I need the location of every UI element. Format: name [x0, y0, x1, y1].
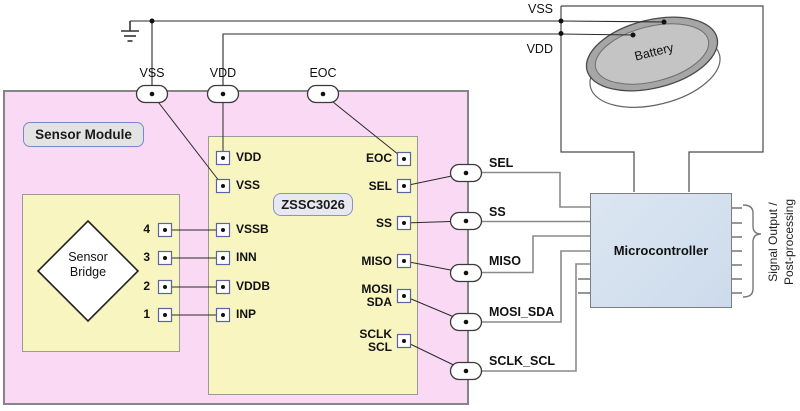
net-label-mosi-sda: MOSI_SDA [489, 305, 555, 319]
chip-pin-sclk-scl: SCLK SCL [359, 327, 392, 354]
sensor-bridge-label: Sensor Bridge [68, 250, 108, 279]
zssc3026-chip-box [208, 136, 418, 395]
sclk-trace [466, 263, 590, 372]
chip-pin-vss: VSS [236, 178, 261, 192]
rail-label-vss: VSS [527, 2, 553, 16]
mosi-trace [466, 250, 590, 323]
chip-pin-vssb: VSSB [236, 222, 269, 236]
bridge-pin-2: 2 [143, 279, 150, 293]
rail-label-vdd: VDD [526, 42, 553, 56]
sel-trace [466, 171, 590, 208]
chip-pin-ss: SS [375, 216, 392, 230]
battery-circuit-outline [560, 5, 764, 192]
miso-trace [466, 235, 590, 274]
microcontroller-box [590, 193, 732, 308]
sensor-module-title: Sensor Module [23, 122, 144, 147]
top-pad-label-vss: VSS [139, 66, 165, 80]
net-label-ss: SS [489, 205, 506, 219]
chip-pin-miso: MISO [361, 254, 392, 268]
output-brace [742, 204, 762, 298]
chip-pin-inn: INN [236, 250, 257, 264]
chip-pin-vdd: VDD [236, 150, 262, 164]
microcontroller-label: Microcontroller [613, 243, 709, 258]
signal-traces [466, 171, 590, 372]
sensor-bridge-diamond [36, 219, 140, 323]
connection-dots [149, 18, 667, 374]
bridge-pin-1: 1 [143, 307, 150, 321]
chip-name-badge: ZSSC3026 [273, 193, 353, 216]
ground-icon [121, 21, 139, 42]
net-label-sel: SEL [489, 156, 514, 170]
net-label-miso: MISO [489, 254, 521, 268]
top-pad-label-vdd: VDD [209, 66, 237, 80]
chip-pin-eoc: EOC [365, 151, 392, 165]
chip-pin-mosi-sda: MOSI SDA [361, 282, 392, 309]
bridge-pin-3: 3 [143, 250, 150, 264]
chip-pin-sel: SEL [368, 179, 392, 193]
battery-icon [585, 16, 721, 108]
top-pad-label-eoc: EOC [309, 66, 337, 80]
chip-pin-vddb: VDDB [236, 279, 271, 293]
vdd-rail [222, 33, 634, 94]
chip-pin-inp: INP [236, 307, 257, 321]
mcu-pin-stubs [578, 207, 742, 294]
bridge-pin-4: 4 [143, 222, 150, 236]
signal-output-label: Signal Output / Post-processing [766, 198, 796, 286]
net-label-sclk-scl: SCLK_SCL [489, 354, 555, 368]
